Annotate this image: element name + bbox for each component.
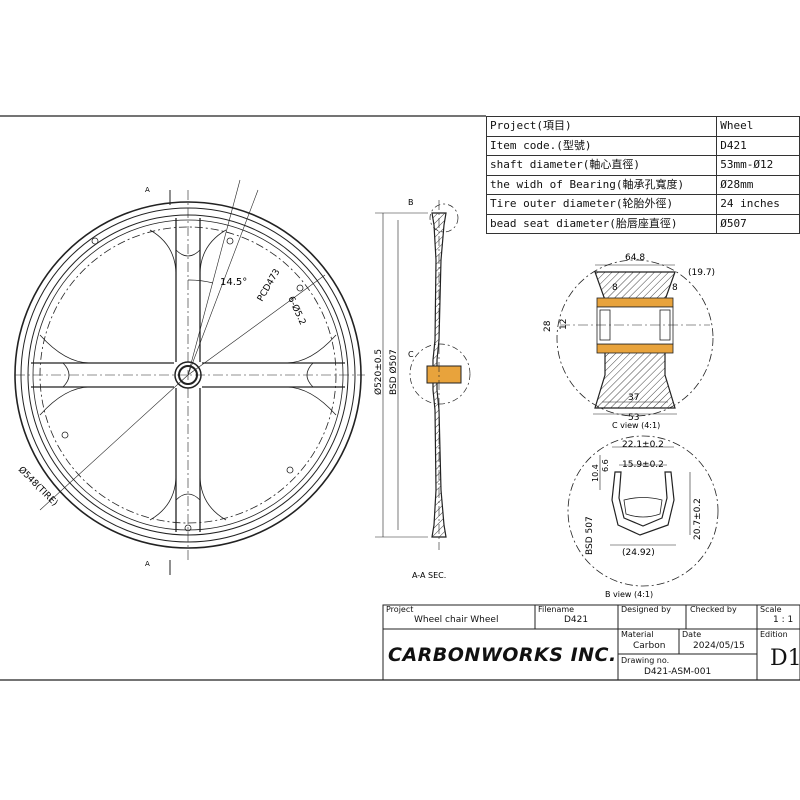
tire-dia-label: Ø548(TIRE): [16, 464, 60, 508]
spec-label: shaft diameter(軸心直徑): [485, 155, 718, 176]
c-width-37: 37: [628, 393, 639, 403]
b-outer-width: 22.1±0.2: [622, 440, 664, 450]
spec-value: 24 inches: [716, 194, 800, 215]
scale-label: Scale: [760, 605, 782, 614]
company-logo: CARBONWORKS INC.: [388, 644, 617, 666]
b-height-6: 6.6: [601, 459, 610, 472]
spec-label: bead seat diameter(胎唇座直徑): [485, 213, 718, 234]
c-dia-12: 12: [559, 319, 569, 330]
spec-label: Tire outer diameter(轮胎外徑): [485, 194, 718, 215]
checked-label: Checked by: [690, 605, 737, 614]
c-width-53: 53: [628, 413, 639, 423]
scale-value: 1 : 1: [773, 615, 794, 625]
spec-value: D421: [716, 135, 800, 156]
b-inner-width: 15.9±0.2: [622, 460, 664, 470]
spec-row: Project(項目)Wheel: [485, 116, 800, 137]
section-label: A-A SEC.: [412, 571, 446, 580]
spec-label: the widh of Bearing(軸承孔寬度): [485, 174, 718, 195]
b-bottom-width: (24.92): [622, 548, 655, 558]
holes-label: 6-Ø5.2: [285, 295, 308, 327]
spec-row: Tire outer diameter(轮胎外徑)24 inches: [485, 194, 800, 215]
spec-value: 53mm-Ø12: [716, 155, 800, 176]
filename-value: D421: [564, 615, 589, 625]
c-width-top: 64.8: [625, 253, 645, 263]
spec-row: shaft diameter(軸心直徑)53mm-Ø12: [485, 155, 800, 176]
c-offset: (19.7): [688, 268, 715, 278]
spec-value: Ø28mm: [716, 174, 800, 195]
wheel-front-view: [14, 179, 365, 575]
c-bearing-w2: 8: [672, 283, 678, 293]
b-view-detail: [567, 435, 719, 587]
spec-row: Item code.(型號)D421: [485, 135, 800, 156]
b-height-10: 10.4: [591, 464, 600, 482]
designed-label: Designed by: [621, 605, 671, 614]
c-view-label: C view (4:1): [612, 421, 660, 430]
c-view-detail: [556, 259, 714, 417]
b-height-total: 20.7±0.2: [693, 498, 703, 540]
project-label: Project: [386, 605, 414, 614]
pcd-label: PCD473: [256, 267, 283, 303]
filename-label: Filename: [538, 605, 575, 614]
section-mark-bottom: A: [145, 560, 150, 568]
drawing-no-label: Drawing no.: [621, 656, 670, 665]
c-dia-28: 28: [543, 320, 553, 332]
section-mark-top: A: [145, 186, 150, 194]
edition-value: D1: [770, 646, 800, 671]
section-mark-b: B: [408, 198, 414, 207]
edition-label: Edition: [760, 630, 788, 639]
date-value: 2024/05/15: [693, 641, 745, 651]
spec-value: Wheel: [716, 116, 800, 137]
spec-label: Project(項目): [485, 116, 718, 137]
section-outer-dim: Ø520±0.5: [373, 349, 384, 395]
material-label: Material: [621, 630, 654, 639]
spec-table: Project(項目)Wheel Item code.(型號)D421 shaf…: [485, 116, 800, 234]
title-block-grid: [382, 604, 800, 681]
b-bsd: BSD 507: [585, 516, 595, 555]
section-mark-c: C: [408, 350, 414, 359]
spec-label: Item code.(型號): [485, 135, 718, 156]
material-value: Carbon: [633, 641, 666, 651]
spec-row: bead seat diameter(胎唇座直徑)Ø507: [485, 213, 800, 234]
b-view-label: B view (4:1): [605, 590, 653, 599]
c-bearing-w1: 8: [612, 283, 618, 293]
spec-row: the widh of Bearing(軸承孔寬度)Ø28mm: [485, 174, 800, 195]
spec-value: Ø507: [716, 213, 800, 234]
section-aa-view: [375, 200, 471, 550]
section-bsd-dim: BSD Ø507: [388, 349, 399, 395]
drawing-no-value: D421-ASM-001: [644, 667, 712, 677]
project-value: Wheel chair Wheel: [414, 615, 499, 625]
angle-label: 14.5°: [220, 277, 247, 288]
date-label: Date: [682, 630, 702, 639]
